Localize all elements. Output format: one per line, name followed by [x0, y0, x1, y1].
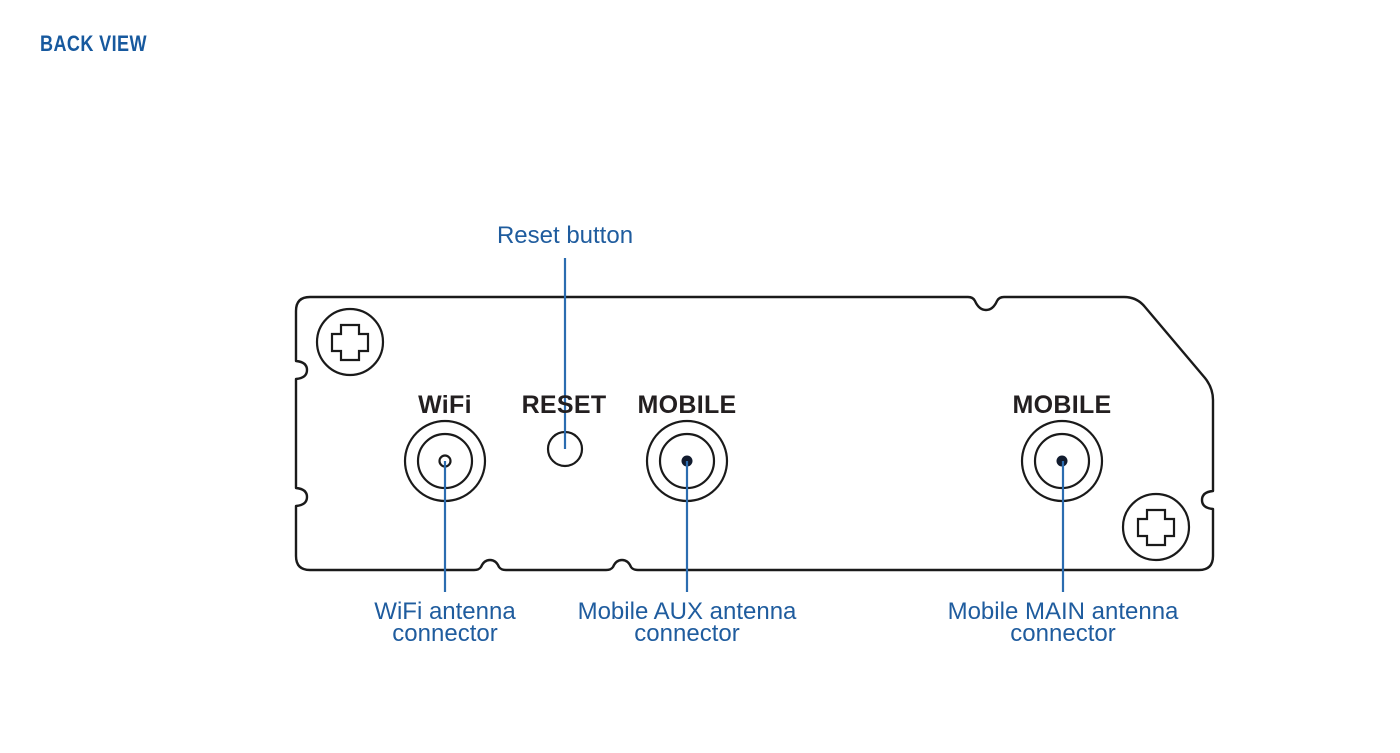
- callout-wifi-antenna-line2: connector: [392, 620, 497, 647]
- callout-reset-button: Reset button: [497, 222, 633, 249]
- callout-mobile-aux-antenna-line1: Mobile AUX antenna: [578, 598, 797, 625]
- page-title: BACK VIEW: [40, 31, 147, 56]
- callout-wifi-antenna-line1: WiFi antenna: [374, 598, 516, 625]
- callout-mobile-aux-antenna-line2: connector: [634, 620, 739, 647]
- screw-bottom-right: [1121, 492, 1191, 562]
- callout-mobile-main-antenna-line1: Mobile MAIN antenna: [948, 598, 1179, 625]
- port-label-reset: RESET: [522, 391, 607, 419]
- device-back-panel: [294, 295, 1215, 572]
- screw-top-left: [315, 307, 385, 377]
- callout-mobile-main-antenna-line2: connector: [1010, 620, 1115, 647]
- port-label-wifi: WiFi: [418, 391, 472, 419]
- port-label-mobile-aux: MOBILE: [637, 391, 736, 419]
- port-label-mobile-main: MOBILE: [1012, 391, 1111, 419]
